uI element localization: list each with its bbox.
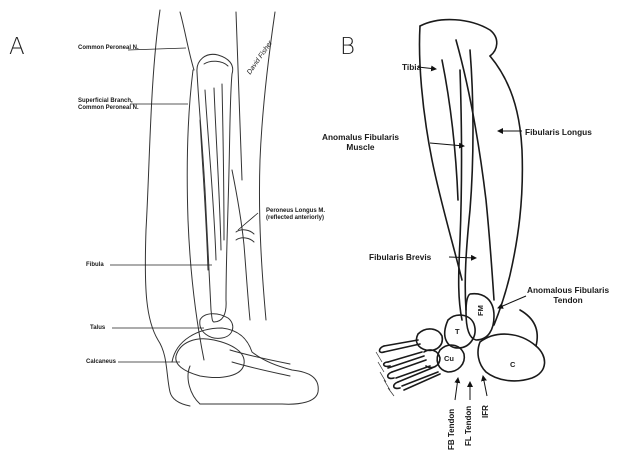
label-tibia: Tibia bbox=[402, 62, 421, 72]
label-anomalous-fibularis-tendon: Anomalous Fibularis Tendon bbox=[527, 285, 609, 305]
label-ifr: IFR bbox=[481, 405, 490, 418]
label-anomalus-fibularis-muscle: Anomalus Fibularis Muscle bbox=[322, 132, 399, 152]
label-cu: Cu bbox=[444, 354, 454, 363]
label-c: C bbox=[510, 360, 515, 369]
arrow-fibularis-brevis bbox=[449, 257, 476, 258]
label-fibularis-longus: Fibularis Longus bbox=[525, 127, 592, 137]
shank-anterior-outline bbox=[490, 56, 522, 325]
arrow-ifr bbox=[483, 376, 487, 396]
fm-muscle bbox=[466, 294, 494, 340]
label-fl-tendon: FL Tendon bbox=[464, 406, 473, 446]
label-anomalus-line1: Anomalus Fibularis bbox=[322, 132, 399, 142]
label-anomalus-line2: Muscle bbox=[322, 142, 399, 152]
label-t: T bbox=[455, 327, 460, 336]
anomalus-muscle-outline bbox=[465, 50, 473, 310]
calcaneus-shape bbox=[478, 334, 545, 381]
label-anomalous-tendon-line1: Anomalous Fibularis bbox=[527, 285, 609, 295]
arrow-anomalus-muscle bbox=[430, 143, 464, 146]
arrow-fb-tendon bbox=[455, 378, 458, 400]
label-fb-tendon: FB Tendon bbox=[447, 409, 456, 450]
label-anomalous-tendon-line2: Tendon bbox=[527, 295, 609, 305]
label-fm: FM bbox=[476, 305, 485, 316]
label-fibularis-brevis: Fibularis Brevis bbox=[369, 252, 431, 262]
